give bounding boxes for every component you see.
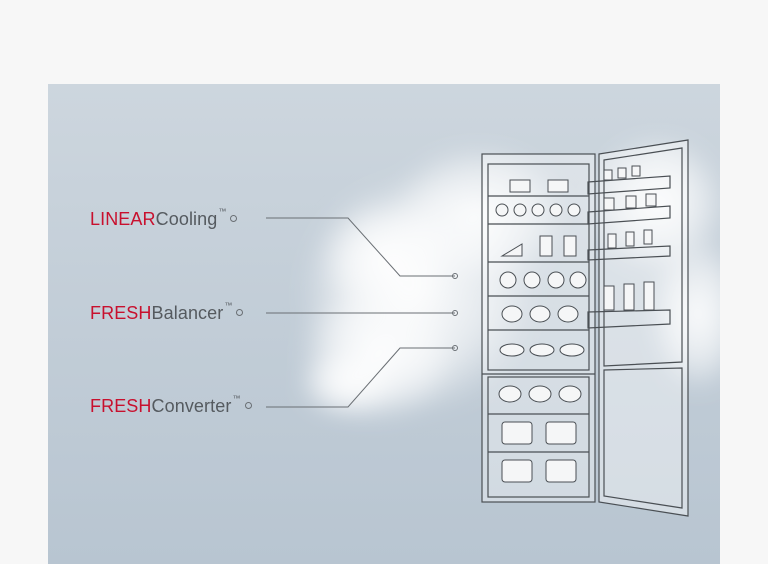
trademark-mark: ™ <box>232 394 241 403</box>
connector-lines <box>266 217 458 408</box>
hero-panel: LINEARCooling™ FRESHBalancer™ FRESHConve… <box>48 84 720 564</box>
feature-rest: Balancer <box>151 303 224 323</box>
connector-dot <box>244 401 252 409</box>
feature-fresh-balancer: FRESHBalancer™ <box>90 301 244 323</box>
food-items <box>495 165 657 483</box>
feature-rest: Cooling <box>155 209 218 229</box>
feature-rest: Converter <box>151 396 232 416</box>
feature-linear-cooling: LINEARCooling™ <box>90 207 238 229</box>
trademark-mark: ™ <box>218 207 227 216</box>
feature-highlight: FRESH <box>90 303 152 323</box>
connector-dot <box>236 308 244 316</box>
fridge-illustration <box>266 134 720 517</box>
trademark-mark: ™ <box>224 301 233 310</box>
feature-highlight: LINEAR <box>90 209 156 229</box>
connector-dot <box>230 214 238 222</box>
feature-fresh-converter: FRESHConverter™ <box>90 394 252 416</box>
feature-highlight: FRESH <box>90 396 152 416</box>
